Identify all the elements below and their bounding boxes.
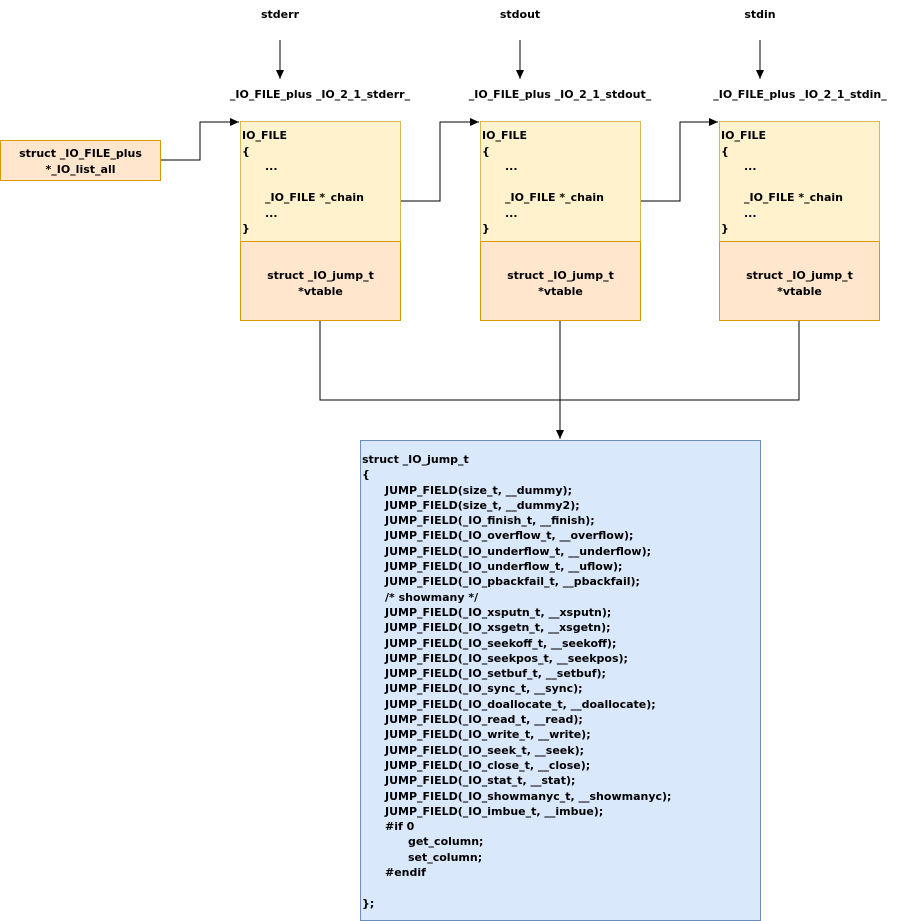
vtable-label-stderr: struct _IO_jump_t *vtable	[267, 269, 374, 298]
io-jump-table-box: struct _IO_jump_t { JUMP_FIELD(size_t, _…	[360, 440, 761, 921]
chain-arrow-stdout-to-stdin	[641, 118, 718, 202]
io-file-box-stdout: IO_FILE { ... _IO_FILE *_chain ... }	[480, 121, 641, 242]
io-file-box-stderr: IO_FILE { ... _IO_FILE *_chain ... }	[240, 121, 401, 242]
io-jump-table-definition: struct _IO_jump_t { JUMP_FIELD(size_t, _…	[362, 453, 672, 910]
vtable-box-stdout: struct _IO_jump_t *vtable	[480, 241, 641, 321]
io-list-all-box: struct _IO_FILE_plus *_IO_list_all	[0, 140, 161, 181]
io-file-box-stdin: IO_FILE { ... _IO_FILE *_chain ... }	[719, 121, 880, 242]
io-list-all-label: struct _IO_FILE_plus *_IO_list_all	[19, 147, 142, 176]
vtable-box-stdin: struct _IO_jump_t *vtable	[719, 241, 880, 321]
chain-arrow-stderr-to-stdout	[401, 118, 479, 202]
vtable-label-stdout: struct _IO_jump_t *vtable	[507, 269, 614, 298]
stream-name-stderr: stderr	[261, 8, 299, 21]
stream-name-stdout: stdout	[499, 8, 541, 21]
stream-name-stdin: stdin	[744, 8, 776, 21]
list-all-arrow	[161, 118, 239, 161]
vtable-box-stderr: struct _IO_jump_t *vtable	[240, 241, 401, 321]
io-file-fields-stdout: IO_FILE { ... _IO_FILE *_chain ... }	[482, 129, 605, 235]
io-file-fields-stdin: IO_FILE { ... _IO_FILE *_chain ... }	[721, 129, 844, 235]
vtable-link-stderr	[319, 320, 560, 401]
struct-label-stdin: _IO_FILE_plus _IO_2_1_stdin_	[713, 88, 887, 101]
vtable-label-stdin: struct _IO_jump_t *vtable	[746, 269, 853, 298]
struct-label-stderr: _IO_FILE_plus _IO_2_1_stderr_	[229, 88, 411, 101]
io-file-fields-stderr: IO_FILE { ... _IO_FILE *_chain ... }	[242, 129, 365, 235]
vtable-link-stdin	[560, 320, 800, 401]
struct-label-stdout: _IO_FILE_plus _IO_2_1_stdout_	[468, 88, 652, 101]
